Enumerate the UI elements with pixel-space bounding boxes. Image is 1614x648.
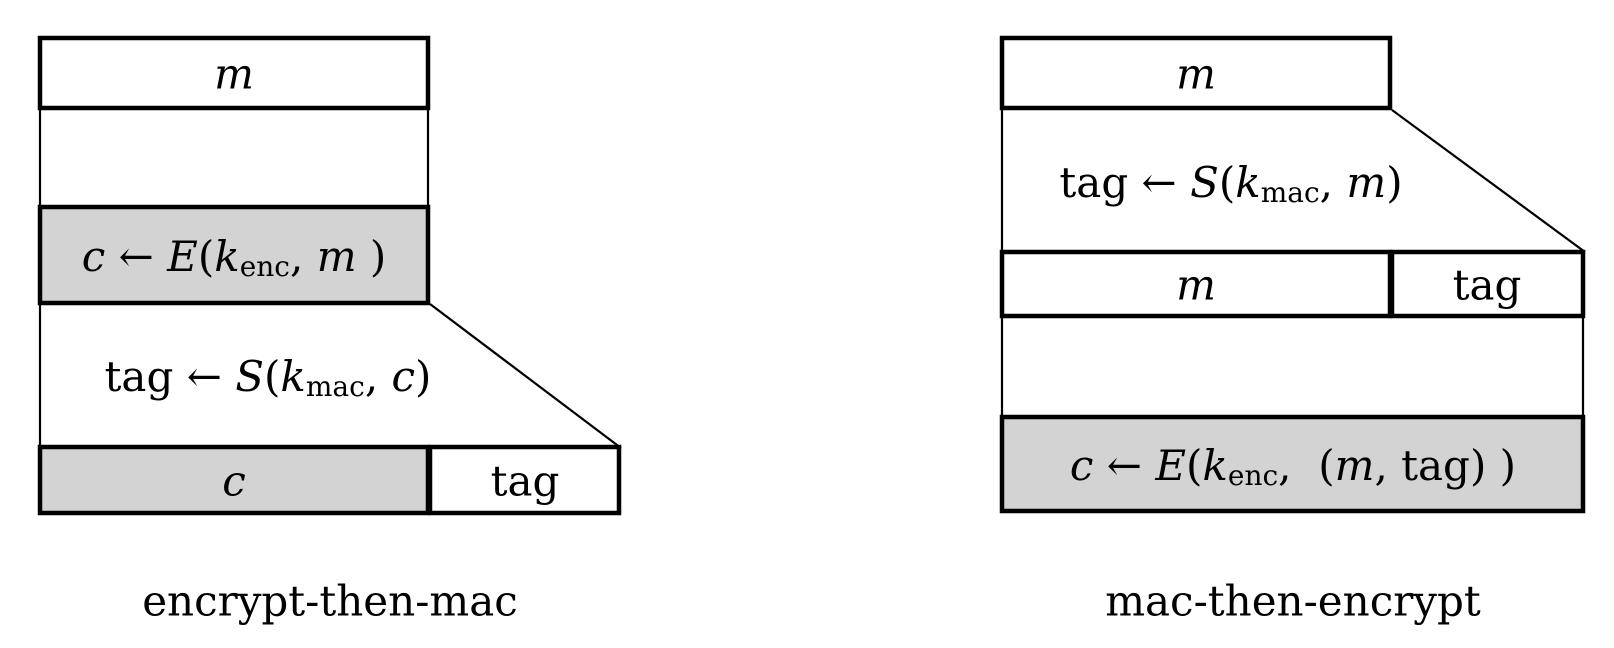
etm-tag-box xyxy=(427,444,622,516)
etm-tag-label: tag xyxy=(491,457,560,506)
mte-row-message-label: m xyxy=(1176,261,1216,310)
encrypt-then-mac-diagram: m c ← E(kenc, m ) tag ← S(kmac, c) c tag… xyxy=(37,35,622,626)
mte-message-label: m xyxy=(1176,50,1216,99)
mte-mac-formula: tag ← S(kmac, m) xyxy=(1059,158,1402,209)
mac-then-encrypt-diagram: m tag ← S(kmac, m) m tag c ← E(kenc, (m,… xyxy=(999,35,1586,626)
etm-ciphertext-box xyxy=(37,444,431,516)
mte-row-tag-box xyxy=(1389,249,1586,319)
etm-caption: encrypt-then-mac xyxy=(142,577,518,626)
etm-encrypt-box xyxy=(37,204,431,306)
mte-message-box xyxy=(999,35,1393,111)
mte-encrypt-box xyxy=(999,414,1586,514)
etm-mac-formula: tag ← S(kmac, c) xyxy=(105,352,432,403)
etm-message-label: m xyxy=(214,50,254,99)
mte-diagonal-line xyxy=(1391,109,1586,253)
mte-encrypt-formula: c ← E(kenc, (m, tag) ) xyxy=(1070,441,1516,492)
etm-diagonal-line xyxy=(429,303,622,449)
etm-encrypt-formula: c ← E(kenc, m ) xyxy=(82,232,387,283)
mte-caption: mac-then-encrypt xyxy=(1105,577,1481,626)
mte-row-tag-label: tag xyxy=(1453,261,1522,310)
etm-message-box xyxy=(37,35,431,111)
mte-row-message-box xyxy=(999,249,1393,319)
etm-ciphertext-label: c xyxy=(222,457,246,506)
